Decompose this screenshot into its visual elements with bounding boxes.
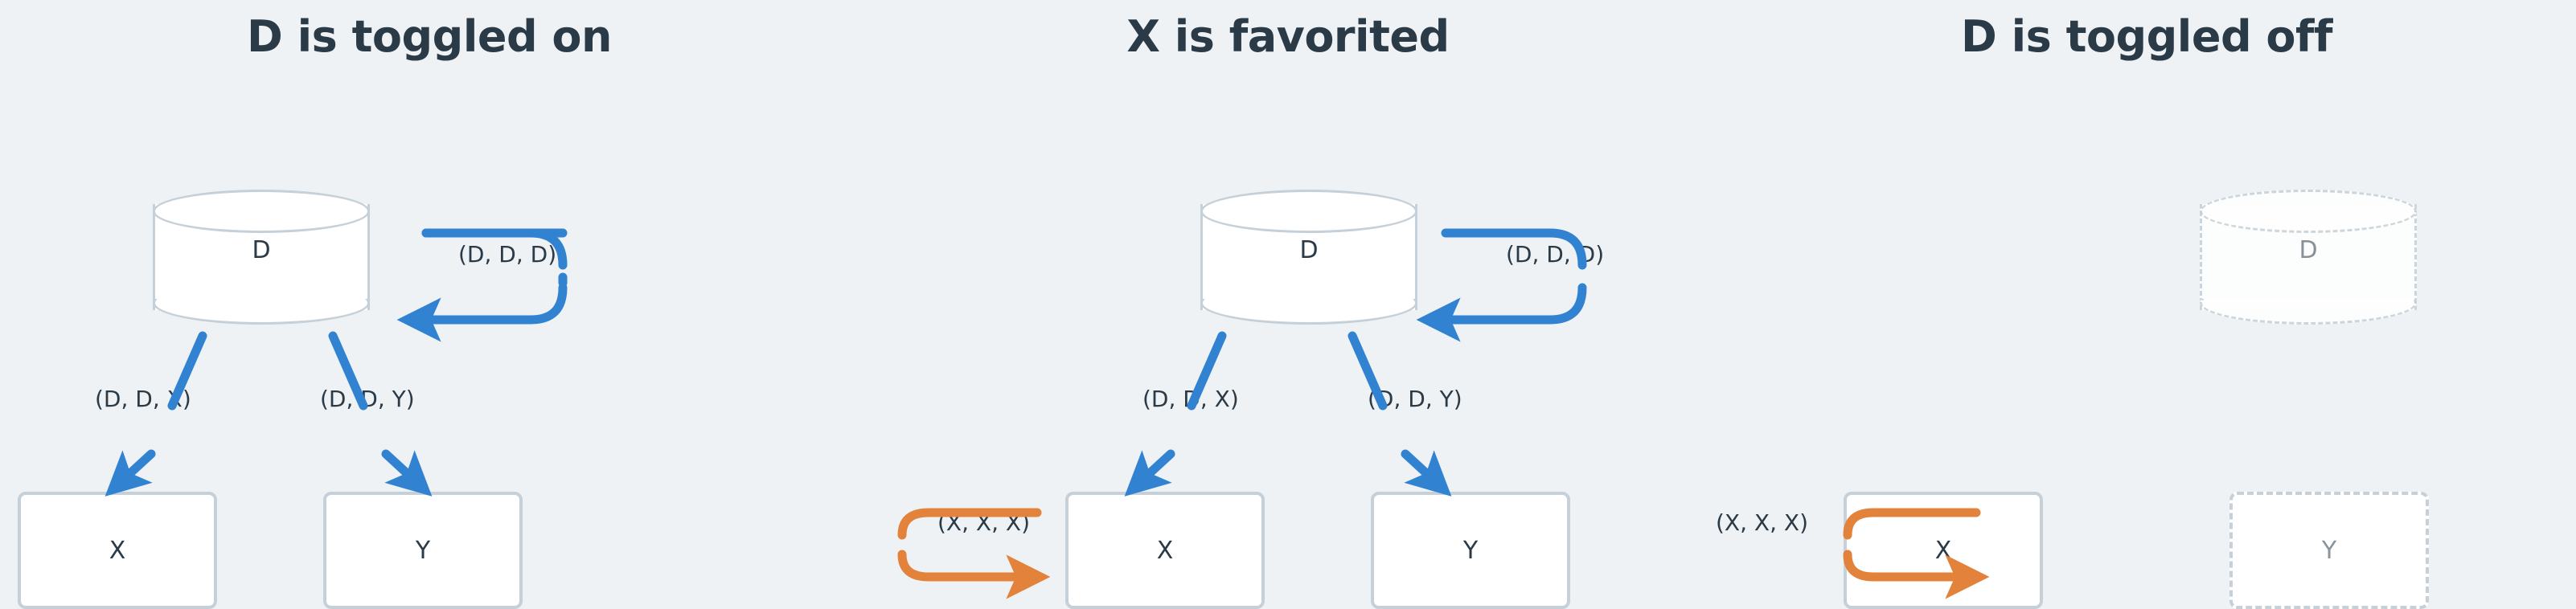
self-loop-label-ddd: (D, D, D) xyxy=(1506,241,1605,268)
node-box-x[interactable]: X xyxy=(1844,492,2043,609)
edge-label-ddx: (D, D, X) xyxy=(95,386,191,412)
node-box-y[interactable]: Y xyxy=(323,492,523,609)
node-box-x[interactable]: X xyxy=(18,492,217,609)
node-box-label: Y xyxy=(2321,536,2337,565)
cylinder-top-ellipse xyxy=(2200,190,2417,233)
edge-label-ddy: (D, D, Y) xyxy=(1368,386,1462,412)
node-box-label: X xyxy=(1934,536,1952,565)
database-label: D xyxy=(252,236,271,264)
self-loop-label-ddd: (D, D, D) xyxy=(458,241,557,268)
node-box-y[interactable]: Y xyxy=(2229,492,2429,609)
panel-x-favorited: X is favorited D (D, D, D) (D, D, X) (D,… xyxy=(859,0,1717,609)
database-node-d[interactable]: D xyxy=(2200,190,2417,325)
panel-title: X is favorited xyxy=(1126,11,1450,62)
database-node-d[interactable]: D xyxy=(153,190,370,325)
node-box-label: X xyxy=(1156,536,1174,565)
cylinder-top-ellipse xyxy=(153,190,370,233)
edge-label-ddy: (D, D, Y) xyxy=(320,386,415,412)
panel-title: D is toggled off xyxy=(1961,11,2332,62)
self-loop-label-xxx: (X, X, X) xyxy=(1716,509,1808,536)
node-box-label: Y xyxy=(1462,536,1479,565)
edge-label-ddx: (D, D, X) xyxy=(1142,386,1239,412)
database-node-d[interactable]: D xyxy=(1200,190,1417,325)
self-loop-label-xxx: (X, X, X) xyxy=(937,509,1030,536)
node-box-x[interactable]: X xyxy=(1065,492,1265,609)
node-box-y[interactable]: Y xyxy=(1371,492,1570,609)
database-label: D xyxy=(1299,236,1319,264)
node-box-label: Y xyxy=(415,536,431,565)
node-box-label: X xyxy=(109,536,126,565)
panel-d-toggled-on: D is toggled on D (D, D, D) (D, D, X) (D… xyxy=(0,0,859,609)
cylinder-top-ellipse xyxy=(1200,190,1417,233)
panel-d-toggled-off: D is toggled off D (X, X, X) X Y xyxy=(1716,0,2576,609)
database-label: D xyxy=(2299,236,2318,264)
panel-title: D is toggled on xyxy=(247,11,612,62)
